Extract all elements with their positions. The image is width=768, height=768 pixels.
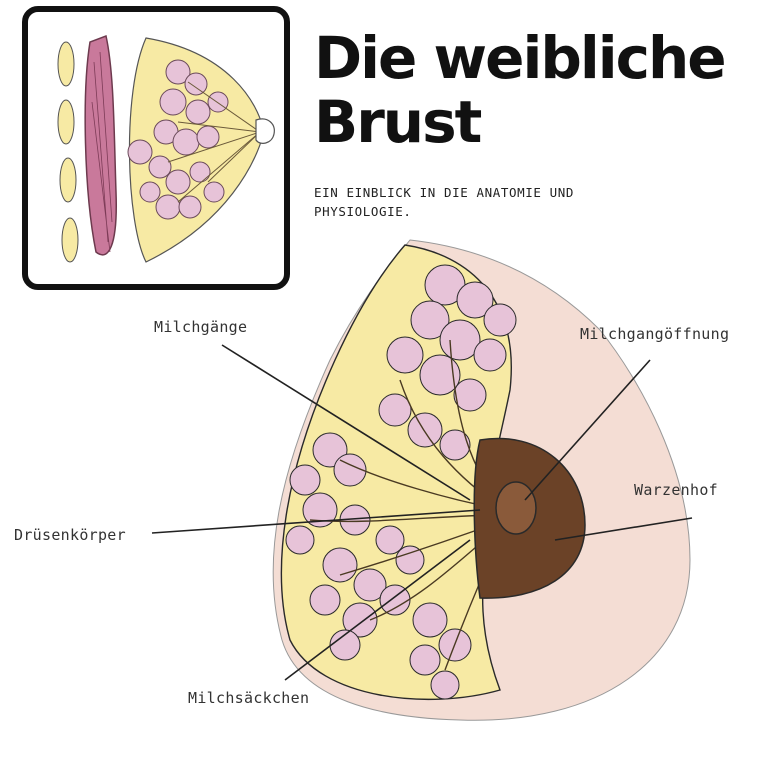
pointer-milk-ducts	[221, 344, 471, 501]
page-subtitle: EIN EINBLICK IN DIE ANATOMIE UND PHYSIOL…	[314, 185, 575, 219]
pointer-alveoli	[284, 539, 471, 681]
label-milk-ducts: Milchgänge	[154, 318, 248, 336]
pointer-areola	[554, 517, 693, 541]
rib-2	[57, 99, 75, 145]
pointer-duct-opening	[524, 359, 651, 501]
inset-nipple	[255, 118, 275, 144]
rib-4	[61, 217, 79, 263]
lobules	[285, 264, 517, 700]
pointer-gland-body	[151, 509, 481, 534]
rib-1	[57, 41, 75, 87]
label-duct-opening: Milchgangöffnung	[580, 325, 730, 343]
page-title: Die weibliche Brust	[314, 24, 727, 156]
inset-breast-sketch	[57, 34, 275, 263]
label-areola: Warzenhof	[634, 481, 718, 499]
rib-3	[59, 157, 77, 203]
inset-lobules	[127, 59, 229, 220]
inset-illustration-frame	[22, 6, 290, 290]
label-alveoli: Milchsäckchen	[188, 689, 310, 707]
label-gland-body: Drüsenkörper	[14, 526, 126, 544]
label-pointer-lines	[151, 344, 693, 681]
nipple	[495, 481, 537, 535]
